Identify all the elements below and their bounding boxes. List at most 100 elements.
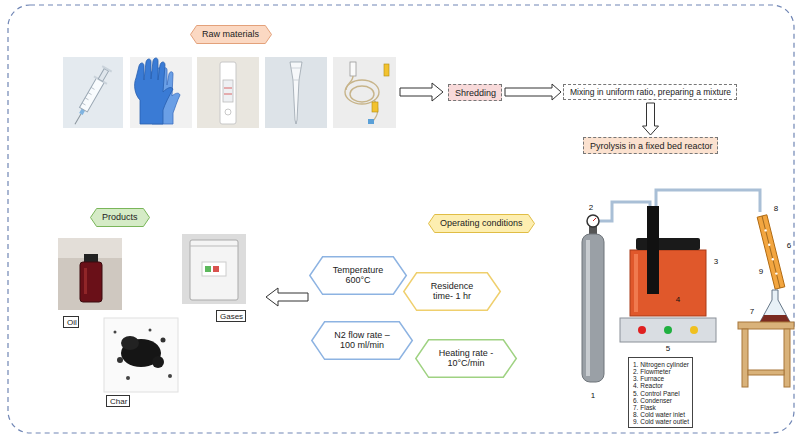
pyrolysis-apparatus-part [760,290,790,322]
pyrolysis-apparatus-part [768,244,770,246]
text-stack: Oil [67,318,77,327]
parts-list-item: 1. Nitrogen cylinder [633,361,689,368]
pyrolysis-apparatus-part [599,202,650,221]
iv-set-photo-part [372,100,378,122]
text-stack: Heating rate - 10°C/min [434,348,498,369]
section-tag: Operating conditions [428,214,535,233]
pyrolysis-apparatus-part [656,190,760,212]
condition-hexagon: N2 flow rate – 100 ml/min [311,321,413,360]
pyrolysis-apparatus-part [620,318,716,342]
pyrolysis-apparatus-part [690,326,698,334]
process-box: Pyrolysis in a fixed bed reactor [583,137,718,154]
char-photo [104,318,178,392]
section-tag: Products [90,208,150,227]
char-photo-part [161,338,166,343]
gas-bag-photo-part [190,246,238,247]
pyrolysis-apparatus-part [775,272,777,274]
syringe-photo-part-part [80,78,105,112]
callout-number: 7 [750,308,754,316]
oil-photo-part [84,268,87,294]
text-stack: Residence time- 1 hr [422,281,482,302]
test-strip-photo-part [220,62,236,124]
hexagon-shape [310,257,407,295]
hexagon-shape [91,209,150,227]
syringe-photo-part-part [98,68,108,81]
gas-bag-photo-part [190,240,238,300]
syringe-photo-part-part [88,93,91,95]
flow-arrow [266,288,308,306]
gas-bag-photo [182,234,246,304]
condition-hexagon: Temperature 600°C [309,256,407,295]
syringe-photo-part [63,57,123,128]
syringe-photo-part-part [85,98,88,100]
text-stack: Gases [220,312,243,321]
condition-hexagon: Residence time- 1 hr [403,272,501,311]
char-photo-part [117,357,123,363]
flow-arrow [400,83,443,101]
pyrolysis-apparatus-part [742,329,748,387]
process-box: Mixing in uniform ratio, preparing a mix… [563,84,737,100]
char-photo-part [168,374,172,378]
node-label: Mixing in uniform ratio, preparing a mix… [570,88,731,98]
parts-list-box: 1. Nitrogen cylinder2. Flowmeter3. Furna… [628,357,693,428]
flow-arrow [505,84,561,100]
text-stack: Shredding [455,88,496,98]
test-strip-photo-part [223,80,233,102]
iv-set-photo [333,57,396,128]
oil-photo [58,238,122,310]
text-stack: N2 flow rate – 100 ml/min [330,330,394,351]
syringe-photo-part-part [91,87,94,89]
test-strip-photo-part [225,109,231,115]
node-label: Residence time- 1 hr [422,281,482,302]
product-tag: Gases [216,310,246,322]
section-tag: Raw materials [190,25,272,44]
pipette-tip-photo-part [290,62,302,124]
char-photo-part [114,331,117,334]
pyrolysis-apparatus-part [784,329,790,387]
node-label: N2 flow rate – 100 ml/min [330,330,394,351]
pyrolysis-apparatus-part [748,370,784,375]
hexagon-shape [191,26,272,44]
gloves-photo [130,57,192,128]
oil-photo-part [80,262,102,302]
syringe-photo-part [68,64,113,128]
pyrolysis-apparatus-part [586,240,590,376]
pyrolysis-apparatus-part [738,322,794,329]
test-strip-photo-part [224,94,232,95]
parts-list-item: 9. Cold water outlet [633,418,689,425]
pyrolysis-apparatus-part [760,315,790,322]
text-stack: Operating conditions [440,218,523,228]
flow-arrow [643,103,659,135]
syringe-photo-part-part [75,114,81,124]
parts-list-item: 4. Reactor [633,382,689,389]
callout-number: 9 [759,268,763,276]
gas-bag-photo-part [213,266,219,272]
iv-set-photo-part [350,62,356,76]
pipette-tip-photo-part [294,80,299,81]
text-stack: Char [110,397,127,406]
hexagon-shape [429,215,535,233]
test-strip-photo-part [224,88,232,89]
node-label: Operating conditions [440,218,523,228]
syringe-photo-part-part [102,65,113,72]
pyrolysis-apparatus-part [757,215,785,289]
char-photo-part [121,336,139,350]
node-label: Oil [67,318,77,327]
product-tag: Oil [63,316,79,328]
node-label: Gases [220,312,243,321]
node-label: Shredding [455,88,496,98]
condition-hexagon: Heating rate - 10°C/min [415,339,517,378]
char-photo-part [149,329,152,332]
callout-number: 2 [589,204,593,212]
gloves-photo-part [130,57,192,128]
text-stack: Pyrolysis in a fixed bed reactor [590,141,713,151]
pyrolysis-apparatus-part [582,234,604,382]
text-stack: Products [102,212,138,222]
iv-set-photo-part [372,102,378,112]
text-stack: Mixing in uniform ratio, preparing a mix… [570,88,731,98]
gas-bag-photo-part [202,262,226,276]
pyrolysis-apparatus-part [772,258,774,260]
pyrolysis-apparatus-part [630,250,706,316]
pyrolysis-apparatus-part [638,326,646,334]
pipette-tip-photo-part [265,57,327,128]
